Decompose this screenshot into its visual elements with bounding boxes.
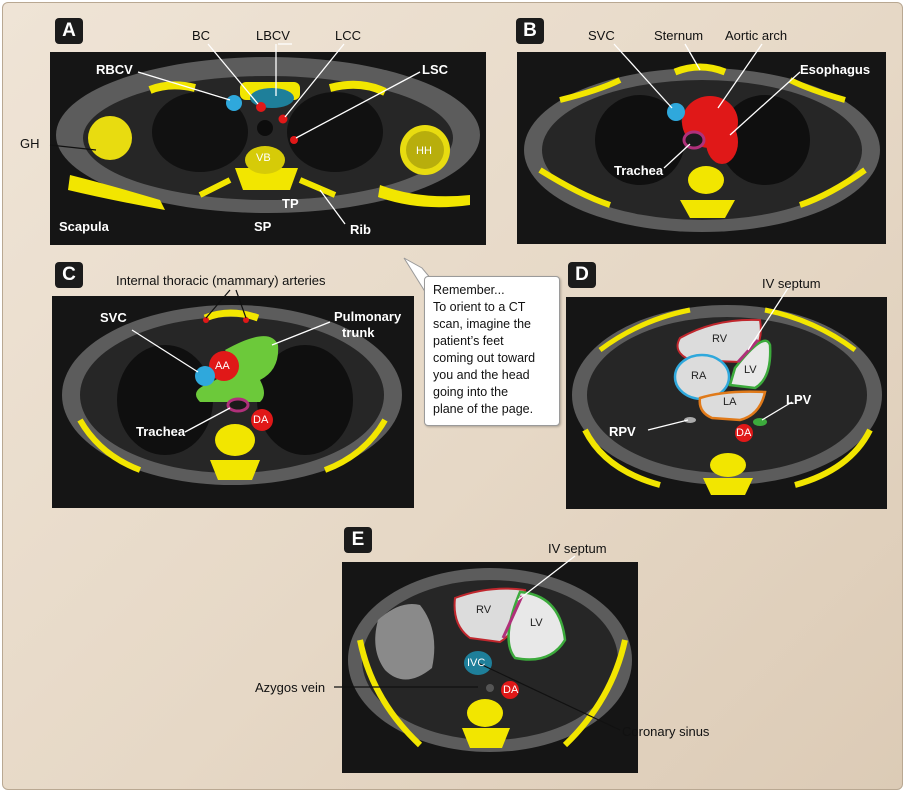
label-coronary-sinus: Coronary sinus [622, 724, 710, 739]
label-ivc: IVC [467, 657, 486, 669]
label-lv-e: LV [530, 617, 543, 629]
label-pulmonary: Pulmonary [334, 309, 402, 324]
label-trunk: trunk [342, 325, 375, 340]
label-sternum: Sternum [654, 28, 704, 43]
label-sp: SP [254, 219, 272, 234]
label-bc: BC [192, 28, 211, 43]
label-rv-d: RV [712, 333, 728, 345]
panel-b-tag: B [516, 18, 544, 44]
label-da-c: DA [253, 414, 269, 426]
label-rv-e: RV [476, 604, 492, 616]
label-vb: VB [256, 152, 271, 164]
note-line-2: To orient to a CT [433, 300, 526, 314]
label-internal-thoracic: Internal thoracic (mammary) arteries [116, 273, 326, 288]
label-esophagus: Esophagus [800, 62, 871, 77]
leader-lines-dark [49, 144, 621, 731]
label-da-d: DA [736, 427, 752, 439]
panel-b-image [517, 52, 886, 244]
note-line-4: patient’s feet [433, 334, 504, 348]
panel-a-tag: A [55, 18, 83, 44]
label-rib: Rib [350, 222, 371, 237]
note-line-6: you and the head [433, 368, 530, 382]
label-svc-c: SVC [100, 310, 127, 325]
panel-e-tag: E [344, 527, 372, 553]
leader-lines [131, 43, 801, 601]
label-rpv: RPV [609, 424, 636, 439]
label-ra: RA [691, 370, 707, 382]
label-la: LA [723, 396, 737, 408]
note-line-5: coming out toward [433, 351, 536, 365]
label-svc-b: SVC [588, 28, 615, 43]
label-iv-septum-d: IV septum [762, 276, 821, 291]
panel-e-image [342, 562, 638, 773]
label-da-e: DA [503, 684, 519, 696]
label-gh: GH [20, 136, 40, 151]
note-line-1: Remember... [433, 283, 505, 297]
label-iv-septum-e: IV septum [548, 541, 607, 556]
note-line-3: scan, imagine the [433, 317, 531, 331]
panel-d-tag: D [568, 262, 596, 288]
label-lv-d: LV [744, 364, 757, 376]
label-rbcv: RBCV [96, 62, 133, 77]
label-tp: TP [282, 196, 299, 211]
label-trachea-b: Trachea [614, 163, 664, 178]
orientation-note: Remember... To orient to a CT scan, imag… [424, 276, 560, 426]
label-hh: HH [416, 145, 432, 157]
label-scapula: Scapula [59, 219, 109, 234]
panel-c-image [52, 296, 414, 508]
label-aortic-arch: Aortic arch [725, 28, 788, 43]
label-trachea-c: Trachea [136, 424, 186, 439]
note-line-8: plane of the page. [433, 402, 534, 416]
label-lsc: LSC [422, 62, 448, 77]
note-line-7: going into the [433, 385, 509, 399]
label-lpv: LPV [786, 392, 812, 407]
label-lcc: LCC [335, 28, 362, 43]
panel-a-image [50, 52, 486, 245]
label-lbcv: LBCV [256, 28, 290, 43]
label-azygos-vein: Azygos vein [255, 680, 326, 695]
label-aa: AA [215, 360, 230, 372]
panel-c-tag: C [55, 262, 83, 288]
panel-d-image [566, 297, 887, 509]
